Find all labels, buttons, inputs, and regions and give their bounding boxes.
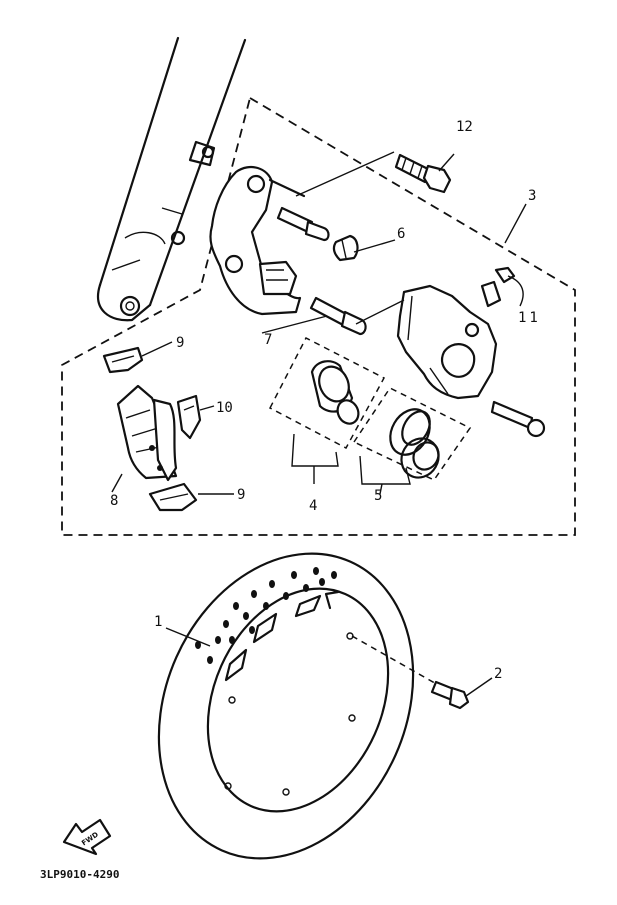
- part-label-7: 7: [264, 332, 272, 348]
- bleed-screw: [480, 266, 524, 308]
- slide-pin-upper: [276, 206, 330, 242]
- forward-arrow-icon: FWD: [62, 818, 112, 856]
- seal-kit: [352, 387, 472, 495]
- piston-set: [268, 336, 386, 484]
- pad-support: [176, 394, 215, 440]
- caliper-bracket: [209, 165, 306, 316]
- disc-bolt: [351, 635, 493, 710]
- pad-spring-lower: [148, 482, 234, 512]
- part-label-12: 12: [456, 119, 473, 135]
- brake-pads: [111, 384, 178, 493]
- part-label-4: 4: [309, 498, 317, 514]
- part-label-1: 1: [154, 614, 162, 630]
- drawing-code: 3LP9010-4290: [40, 868, 119, 881]
- fork-leg: [97, 36, 247, 322]
- pad-spring-upper: [102, 341, 173, 374]
- part-label-11: 11: [518, 310, 541, 326]
- part-label-8: 8: [110, 493, 118, 509]
- part-label-10: 10: [216, 400, 233, 416]
- assembly-outline: [61, 97, 576, 536]
- part-label-3: 3: [528, 188, 536, 204]
- part-label-5: 5: [374, 488, 382, 504]
- part-label-9-lower: 9: [237, 487, 245, 503]
- pin-boot: [332, 234, 396, 262]
- caliper-body: [355, 284, 546, 438]
- part-label-9-upper: 9: [176, 335, 184, 351]
- part-label-2: 2: [494, 666, 502, 682]
- part-label-6: 6: [397, 226, 405, 242]
- brake-disc: [157, 552, 415, 860]
- slide-pin-lower: [261, 296, 367, 336]
- bracket-bolt: [394, 153, 455, 194]
